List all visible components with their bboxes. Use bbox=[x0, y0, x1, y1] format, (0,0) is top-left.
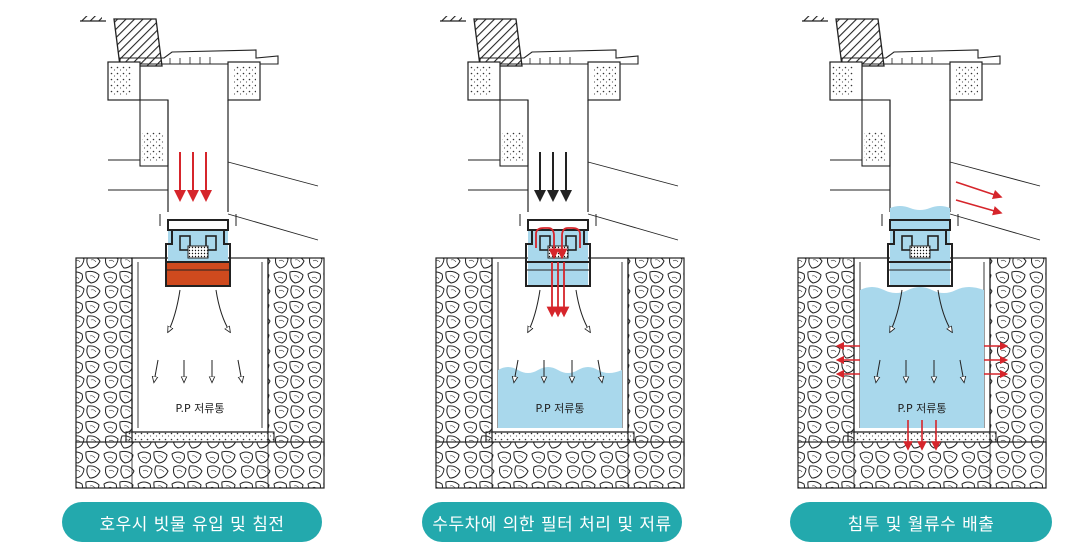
panel-1-inflow-sediment: P.P 저류통 bbox=[75, 15, 325, 489]
inflow-arrows bbox=[174, 152, 212, 202]
caption-1: 호우시 빗물 유입 및 침전 bbox=[62, 502, 322, 542]
tank-label-2: P.P 저류통 bbox=[536, 402, 585, 415]
filter-flow-arrows bbox=[535, 227, 581, 318]
caption-3: 침투 및 월류수 배출 bbox=[790, 502, 1052, 542]
bottom-infiltration-arrows bbox=[903, 420, 941, 451]
caption-3-text: 침투 및 월류수 배출 bbox=[847, 514, 995, 535]
overflow-arrows bbox=[955, 181, 1003, 216]
stored-water bbox=[860, 287, 984, 428]
panel-3-infiltration-overflow: P.P 저류통 bbox=[797, 15, 1047, 489]
panel-2-filter-storage: P.P 저류통 bbox=[435, 15, 685, 489]
caption-1-text: 호우시 빗물 유입 및 침전 bbox=[99, 514, 285, 535]
tank-label-1: P.P 저류통 bbox=[176, 402, 225, 415]
tank-label-3: P.P 저류통 bbox=[898, 402, 947, 415]
stored-water bbox=[498, 367, 622, 428]
caption-2-text: 수두차에 의한 필터 처리 및 저류 bbox=[432, 514, 672, 535]
sediment-layer bbox=[166, 262, 230, 286]
side-infiltration-arrows bbox=[835, 341, 1009, 379]
caption-2: 수두차에 의한 필터 처리 및 저류 bbox=[422, 502, 682, 542]
inflow-arrows bbox=[534, 152, 572, 202]
